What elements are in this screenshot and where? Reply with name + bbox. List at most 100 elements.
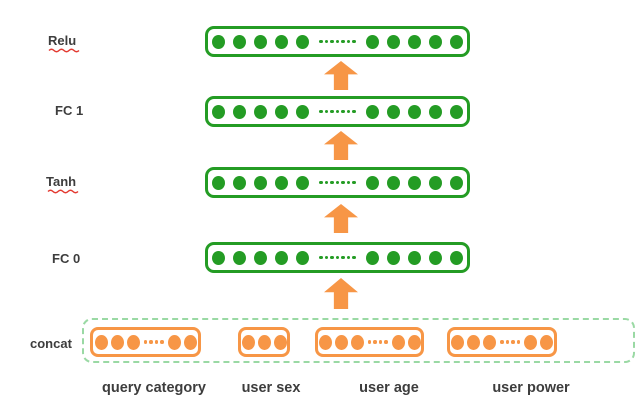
neuron-dot xyxy=(212,250,226,265)
mini-dot xyxy=(352,39,356,44)
neuron-dot xyxy=(334,334,348,350)
neuron-dot xyxy=(449,175,463,190)
up-arrow-icon xyxy=(324,131,358,160)
ellipsis-dots xyxy=(319,180,356,185)
neuron-dot xyxy=(407,175,421,190)
neuron-dot xyxy=(275,104,289,119)
ellipsis-dots xyxy=(319,255,356,260)
neuron-dot xyxy=(183,334,197,350)
ellipsis-dots xyxy=(367,340,388,344)
ellipsis-dots xyxy=(319,39,356,44)
concat-label: concat xyxy=(30,336,72,351)
neuron-dot xyxy=(296,104,310,119)
layer-label-fc1: FC 1 xyxy=(55,104,83,118)
neuron-dot xyxy=(428,104,442,119)
neuron-dot xyxy=(296,175,310,190)
ellipsis-dots xyxy=(143,340,164,344)
mini-dot xyxy=(319,255,323,260)
input-box-user-age xyxy=(315,327,424,357)
mini-dot xyxy=(160,340,164,344)
neuron-dot xyxy=(365,175,379,190)
concat-dashed-box xyxy=(82,318,635,363)
neuron-dot xyxy=(365,250,379,265)
neuron-dot xyxy=(254,175,268,190)
mini-dot xyxy=(335,255,340,260)
neuron-dot xyxy=(428,175,442,190)
neuron-dot xyxy=(212,34,226,49)
layer-label-tanh: Tanh xyxy=(46,175,80,194)
neuron-dot xyxy=(233,175,247,190)
neuron-dot xyxy=(449,34,463,49)
neuron-dot xyxy=(407,334,421,350)
layer-label-text: Tanh xyxy=(46,174,77,189)
neuron-dot xyxy=(428,250,442,265)
neuron-dot xyxy=(386,250,400,265)
neuron-dot xyxy=(275,250,289,265)
neuron-dot xyxy=(428,34,442,49)
neuron-dot xyxy=(212,175,226,190)
mini-dot xyxy=(154,340,158,344)
neuron-dot xyxy=(386,104,400,119)
mini-dot xyxy=(378,340,382,344)
neuron-dot xyxy=(257,334,271,350)
mini-dot xyxy=(346,180,351,185)
mini-dot xyxy=(346,39,351,44)
mini-dot xyxy=(324,180,329,185)
neuron-dot xyxy=(318,334,332,350)
neuron-dot xyxy=(365,104,379,119)
neuron-dot xyxy=(254,104,268,119)
mini-dot xyxy=(346,109,351,114)
mini-dot xyxy=(324,39,329,44)
mini-dot xyxy=(341,255,345,260)
neuron-dot xyxy=(126,334,140,350)
neuron-dot xyxy=(296,34,310,49)
mini-dot xyxy=(335,180,340,185)
layer-label-fc0: FC 0 xyxy=(52,252,80,266)
neuron-dot xyxy=(524,334,537,350)
neuron-dot xyxy=(212,104,226,119)
neuron-dot xyxy=(391,334,405,350)
up-arrow-icon xyxy=(324,204,358,233)
mini-dot xyxy=(373,340,377,344)
mini-dot xyxy=(516,340,520,344)
mini-dot xyxy=(341,109,345,114)
mini-dot xyxy=(384,340,388,344)
neuron-dot xyxy=(386,34,400,49)
ellipsis-dots xyxy=(500,340,520,344)
neuron-dot xyxy=(451,334,464,350)
neuron-dot xyxy=(540,334,553,350)
input-box-query-category xyxy=(90,327,201,357)
neuron-dot xyxy=(407,250,421,265)
neuron-dot xyxy=(449,104,463,119)
mini-dot xyxy=(346,255,351,260)
mini-dot xyxy=(505,340,509,344)
layer-label-text: FC 1 xyxy=(55,103,84,118)
input-box-user-sex xyxy=(238,327,290,357)
neuron-dot xyxy=(254,250,268,265)
neuron-dot xyxy=(407,34,421,49)
layer-box-fc1 xyxy=(205,96,470,127)
mini-dot xyxy=(324,255,329,260)
up-arrow-icon xyxy=(324,278,358,309)
neuron-dot xyxy=(167,334,181,350)
spellcheck-squiggle-icon xyxy=(48,48,80,53)
ellipsis-dots xyxy=(319,109,356,114)
mini-dot xyxy=(149,340,153,344)
neuron-dot xyxy=(483,334,496,350)
layer-box-tanh xyxy=(205,167,470,198)
neuron-dot xyxy=(386,175,400,190)
layer-label-relu: Relu xyxy=(48,34,80,53)
neuron-dot xyxy=(241,334,255,350)
mini-dot xyxy=(330,109,334,114)
mini-dot xyxy=(335,109,340,114)
mini-dot xyxy=(330,39,334,44)
layer-label-text: Relu xyxy=(48,33,77,48)
mini-dot xyxy=(330,255,334,260)
layer-box-relu xyxy=(205,26,470,57)
mini-dot xyxy=(143,340,147,344)
input-label-query-category: query category xyxy=(102,380,206,396)
mini-dot xyxy=(500,340,504,344)
neuron-dot xyxy=(275,175,289,190)
spellcheck-squiggle-icon xyxy=(47,189,79,194)
neuron-dot xyxy=(110,334,124,350)
